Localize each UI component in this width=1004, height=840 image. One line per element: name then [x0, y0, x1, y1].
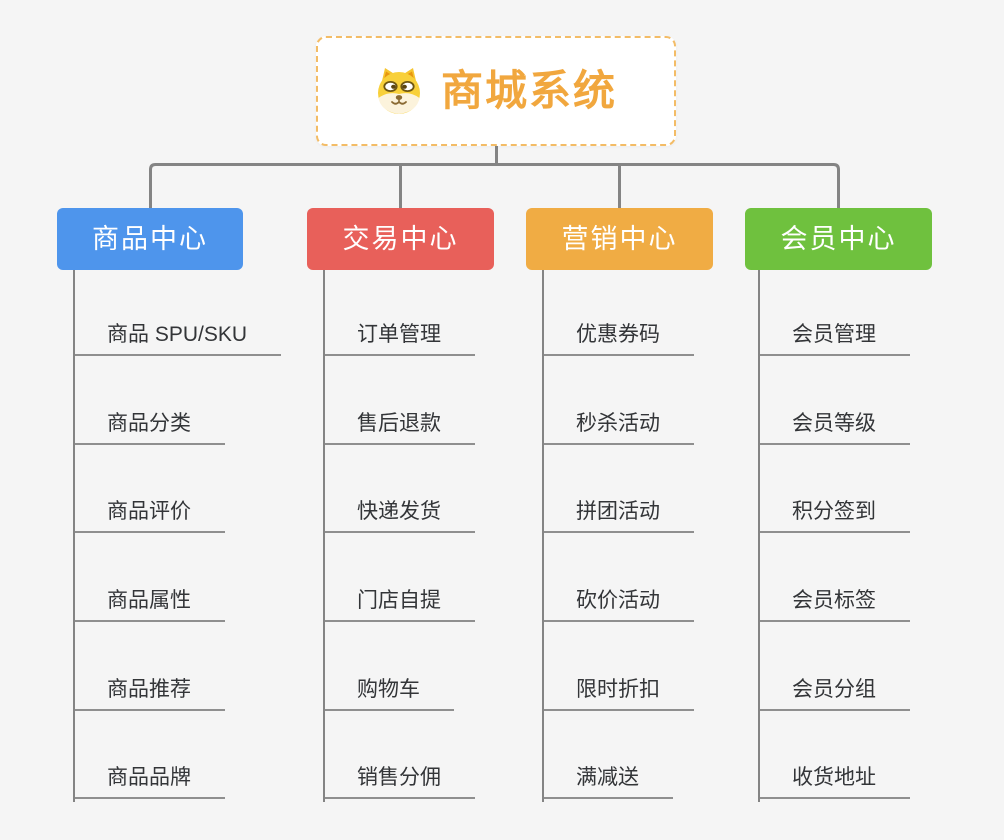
branch-label: 交易中心	[342, 223, 459, 254]
leaf-node[interactable]: 订单管理	[325, 322, 475, 356]
leaf-node[interactable]: 积分签到	[760, 499, 910, 534]
leaf-node[interactable]: 砍价活动	[544, 588, 694, 623]
leaf-node[interactable]: 会员分组	[760, 677, 910, 711]
leaf-node[interactable]: 秒杀活动	[544, 411, 694, 445]
branch-label: 商品中心	[92, 223, 208, 254]
dog-icon	[377, 68, 420, 114]
branch-node-member-center[interactable]: 会员中心	[745, 208, 932, 270]
branch-node-trade-center[interactable]: 交易中心	[307, 208, 494, 270]
leaf-node[interactable]: 会员等级	[760, 411, 910, 445]
leaf-node[interactable]: 会员管理	[760, 322, 910, 356]
branch-rail-line	[149, 163, 840, 208]
leaf-node[interactable]: 商品品牌	[75, 765, 225, 800]
root-title: 商城系统	[440, 67, 617, 114]
branch-label: 会员中心	[780, 223, 897, 254]
leaf-node[interactable]: 收货地址	[760, 765, 910, 800]
branch-node-marketing-center[interactable]: 营销中心	[526, 208, 713, 270]
leaf-node[interactable]: 商品分类	[75, 411, 225, 445]
leaf-node[interactable]: 拼团活动	[544, 499, 694, 534]
branch-children-product-center: 商品 SPU/SKU 商品分类 商品评价 商品属性 商品推荐 商品品牌	[73, 270, 282, 802]
leaf-node[interactable]: 销售分佣	[325, 765, 475, 800]
branch-children-trade-center: 订单管理 售后退款 快递发货 门店自提 购物车 销售分佣	[323, 270, 475, 802]
leaf-node[interactable]: 商品属性	[75, 588, 225, 623]
leaf-node[interactable]: 商品评价	[75, 499, 225, 534]
leaf-node[interactable]: 限时折扣	[544, 677, 694, 711]
leaf-node[interactable]: 商品 SPU/SKU	[75, 322, 282, 356]
root-node[interactable]: 商城系统	[316, 36, 676, 146]
branch-children-member-center: 会员管理 会员等级 积分签到 会员标签 会员分组 收货地址	[758, 270, 910, 802]
leaf-node[interactable]: 会员标签	[760, 588, 910, 623]
leaf-node[interactable]: 售后退款	[325, 411, 475, 445]
branch-label: 营销中心	[561, 223, 678, 254]
leaf-node[interactable]: 商品推荐	[75, 677, 225, 711]
leaf-node[interactable]: 购物车	[325, 677, 454, 711]
leaf-node[interactable]: 满减送	[544, 765, 673, 800]
leaf-node[interactable]: 快递发货	[325, 499, 475, 534]
leaf-node[interactable]: 门店自提	[325, 588, 475, 623]
branch-node-product-center[interactable]: 商品中心	[57, 208, 243, 270]
leaf-node[interactable]: 优惠券码	[544, 322, 694, 356]
branch-children-marketing-center: 优惠券码 秒杀活动 拼团活动 砍价活动 限时折扣 满减送	[542, 270, 694, 802]
